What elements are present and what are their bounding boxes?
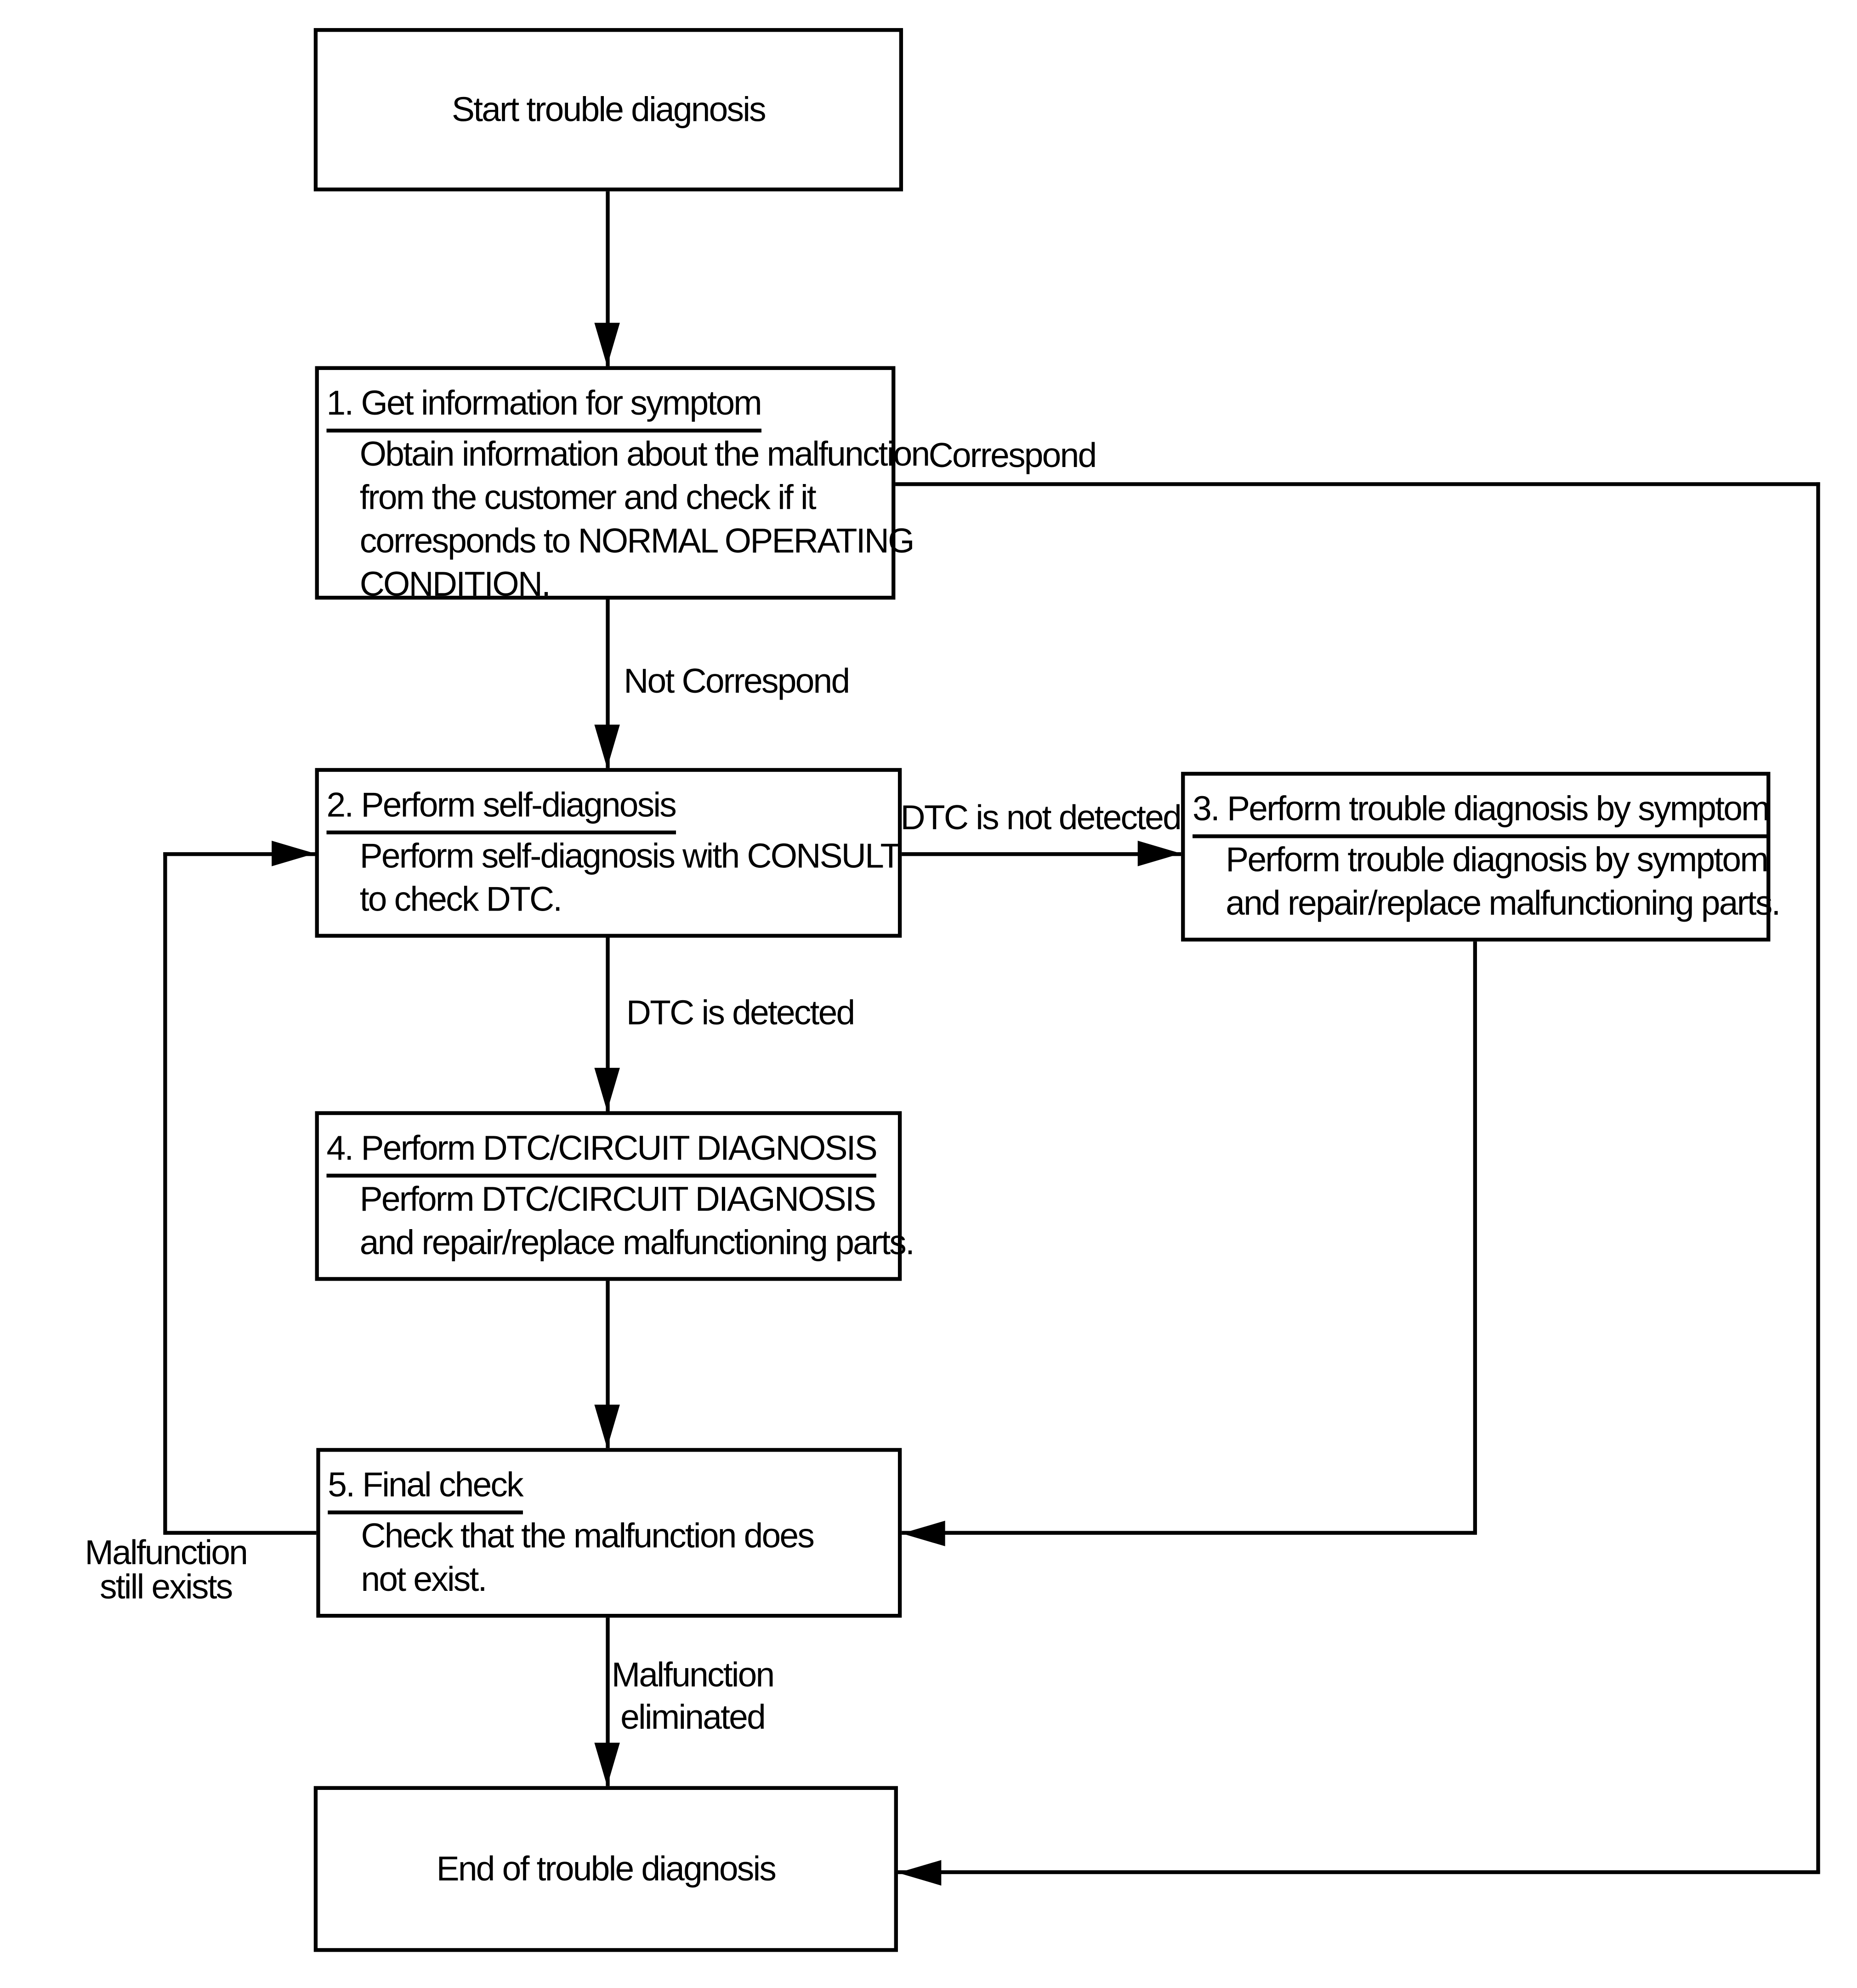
node-step3-title: 3. Perform trouble diagnosis by symptom: [1185, 776, 1770, 838]
connector-loop-into-step2: [163, 852, 315, 856]
connector-loop-bottom: [165, 1531, 317, 1535]
node-step5-body-line: not exist.: [361, 1560, 487, 1599]
node-step1-body-line: from the customer and check if it: [359, 478, 817, 517]
node-step2-body-line: to check DTC.: [359, 880, 562, 919]
arrowhead-down-into-step2: [594, 724, 620, 768]
node-step1-body-line: Obtain information about the malfunction: [359, 435, 930, 473]
connector-step2-to-step4: [606, 937, 610, 1111]
connector-correspond-into-end: [897, 1870, 1820, 1874]
connector-step4-to-step5: [606, 1281, 610, 1448]
connector-step2-to-step3: [902, 852, 1181, 856]
arrowhead-down-into-step1: [594, 323, 620, 366]
edge-label-dtc-not-detected: DTC is not detected: [900, 798, 1182, 837]
connector-step5-to-end: [606, 1618, 610, 1786]
node-step4-body-line: and repair/replace malfunctioning parts.: [359, 1223, 915, 1262]
edge-label-malfunction-eliminated: Malfunction eliminated: [611, 1656, 775, 1737]
node-end-label: End of trouble diagnosis: [436, 1849, 777, 1888]
node-step3-body-line: Perform trouble diagnosis by symptom: [1226, 841, 1768, 879]
node-step5: 5. Final check Check that the malfunctio…: [316, 1448, 902, 1618]
arrowhead-right-into-step2: [272, 841, 315, 866]
node-step4: 4. Perform DTC/CIRCUIT DIAGNOSIS Perform…: [315, 1111, 915, 1281]
arrowhead-left-into-end: [897, 1860, 942, 1886]
connector-step3-down: [1473, 941, 1477, 1535]
connector-step3-into-step5: [902, 1531, 1476, 1535]
edge-label-not-correspond: Not Correspond: [624, 662, 850, 701]
node-start-label: Start trouble diagnosis: [452, 90, 767, 128]
connector-step1-to-step2: [606, 599, 610, 768]
node-step3-body-line: and repair/replace malfunctioning parts.: [1226, 884, 1781, 923]
node-step2-body-line: Perform self-diagnosis with CONSULT: [359, 837, 902, 875]
node-step1-title: 1. Get information for symptom: [319, 370, 892, 433]
node-step2: 2. Perform self-diagnosis Perform self-d…: [315, 768, 902, 938]
node-step2-title: 2. Perform self-diagnosis: [319, 772, 898, 835]
node-step5-title: 5. Final check: [320, 1452, 898, 1515]
connector-start-to-step1: [606, 191, 610, 366]
node-step5-body-line: Check that the malfunction does: [361, 1517, 814, 1555]
connector-correspond-top: [895, 482, 1820, 486]
edge-label-correspond: Correspond: [928, 436, 1097, 475]
node-step4-title: 4. Perform DTC/CIRCUIT DIAGNOSIS: [319, 1115, 898, 1178]
node-step1-body-line: CONDITION.: [359, 565, 551, 604]
edge-label-dtc-detected: DTC is detected: [626, 994, 855, 1032]
arrowhead-down-into-end: [594, 1743, 620, 1786]
node-step4-body-line: Perform DTC/CIRCUIT DIAGNOSIS: [359, 1180, 876, 1219]
node-step1-body-line: corresponds to NORMAL OPERATING: [359, 522, 915, 560]
node-start: Start trouble diagnosis: [313, 28, 903, 192]
arrowhead-down-into-step4: [594, 1068, 620, 1111]
node-step1: 1. Get information for symptom Obtain in…: [315, 366, 930, 604]
connector-loop-left: [163, 852, 167, 1535]
arrowhead-left-into-step5: [902, 1521, 945, 1546]
arrowhead-down-into-step5: [594, 1404, 620, 1448]
edge-label-malfunction-still-exists: Malfunction still exists: [85, 1533, 248, 1606]
arrowhead-right-into-step3: [1137, 841, 1181, 866]
node-step3: 3. Perform trouble diagnosis by symptom …: [1181, 772, 1781, 942]
node-end: End of trouble diagnosis: [313, 1786, 898, 1952]
connector-correspond-right: [1816, 482, 1820, 1873]
